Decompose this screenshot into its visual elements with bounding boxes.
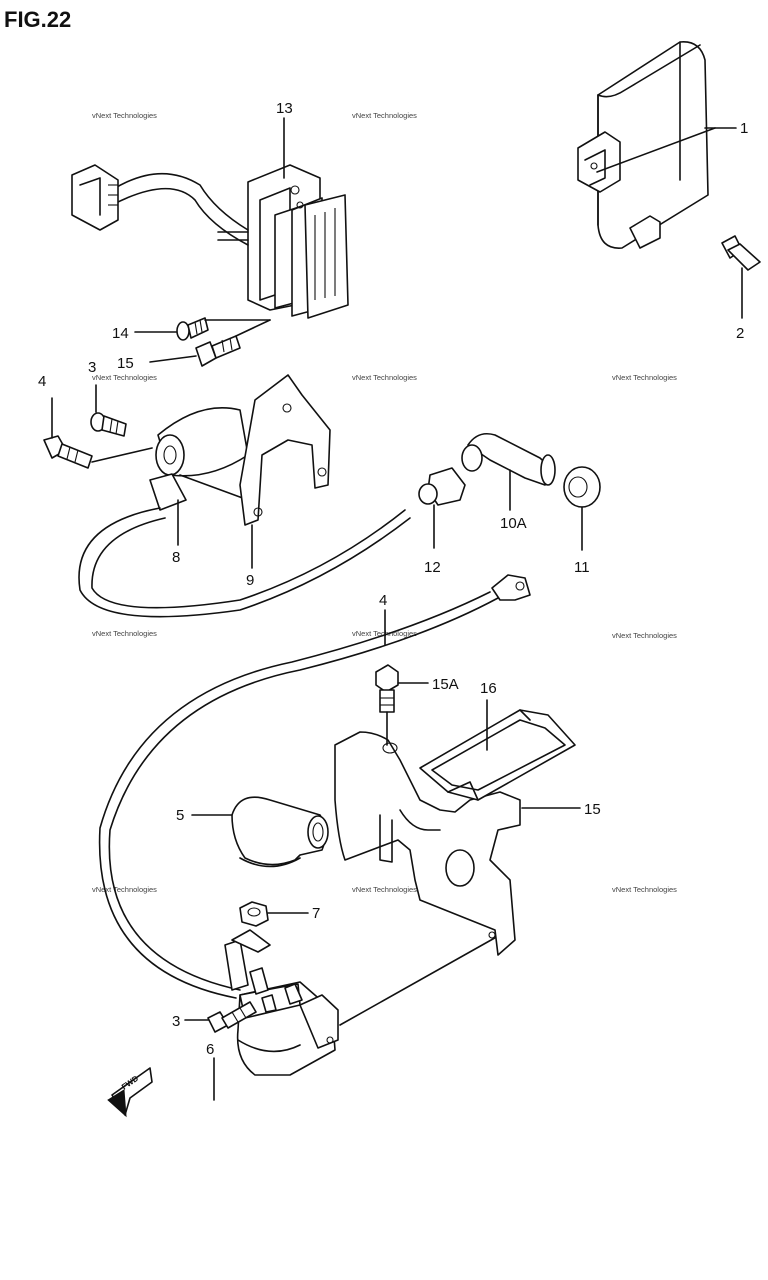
watermark: vNext Technologies — [352, 373, 417, 382]
callout-10: 3 — [88, 359, 96, 376]
watermark: vNext Technologies — [612, 885, 677, 894]
rubber-band-18 — [419, 709, 576, 801]
bolt-10a — [43, 435, 153, 469]
callout-18: 16 — [480, 680, 497, 697]
callout-3: 3 — [172, 1013, 180, 1030]
starter-relay — [236, 934, 501, 1076]
callout-14: 13 — [276, 100, 293, 117]
callout-16: 15 — [584, 801, 601, 818]
grommet-12 — [563, 466, 601, 551]
bolt-10 — [90, 412, 127, 437]
bolt-17 — [375, 664, 399, 746]
callout-9: 9 — [246, 572, 254, 589]
callout-7: 7 — [312, 905, 320, 922]
leader-15a — [149, 355, 197, 363]
starter-cable — [98, 574, 531, 999]
callout-17: 15A — [432, 676, 459, 693]
callout-5: 5 — [176, 807, 184, 824]
watermark: vNext Technologies — [612, 373, 677, 382]
callout-10a: 4 — [38, 373, 46, 390]
callout-11: 10A — [500, 515, 527, 532]
bolt-15 — [176, 317, 271, 341]
callout-15: 14 — [112, 325, 129, 342]
ignition-coil — [78, 407, 411, 618]
coil-bracket — [239, 374, 331, 526]
watermark: vNext Technologies — [92, 111, 157, 120]
plug-cap — [461, 432, 556, 511]
nut-7 — [239, 901, 269, 927]
regulator-rectifier — [71, 164, 349, 319]
callout-15a: 15 — [117, 355, 134, 372]
relay-bracket — [334, 731, 521, 956]
spring-13 — [418, 467, 466, 549]
callout-4: 4 — [379, 592, 387, 609]
watermark: vNext Technologies — [92, 373, 157, 382]
callout-13: 12 — [424, 559, 441, 576]
callout-12: 11 — [574, 559, 590, 576]
watermark: vNext Technologies — [92, 885, 157, 894]
callout-1: 1 — [740, 120, 748, 137]
watermark: vNext Technologies — [612, 631, 677, 640]
watermark: vNext Technologies — [352, 111, 417, 120]
bolt-2 — [721, 235, 761, 319]
bolt-6 — [207, 1001, 257, 1033]
terminal-boot — [231, 796, 329, 868]
cdi-unit — [577, 41, 716, 249]
watermark: vNext Technologies — [352, 885, 417, 894]
figure-title: FIG.22 — [4, 7, 71, 32]
bolt-15a — [195, 319, 271, 367]
callout-2: 2 — [736, 325, 744, 342]
callout-8: 8 — [172, 549, 180, 566]
watermark: vNext Technologies — [92, 629, 157, 638]
fwd-arrow: FWD — [107, 1067, 153, 1118]
callout-6: 6 — [206, 1041, 214, 1058]
